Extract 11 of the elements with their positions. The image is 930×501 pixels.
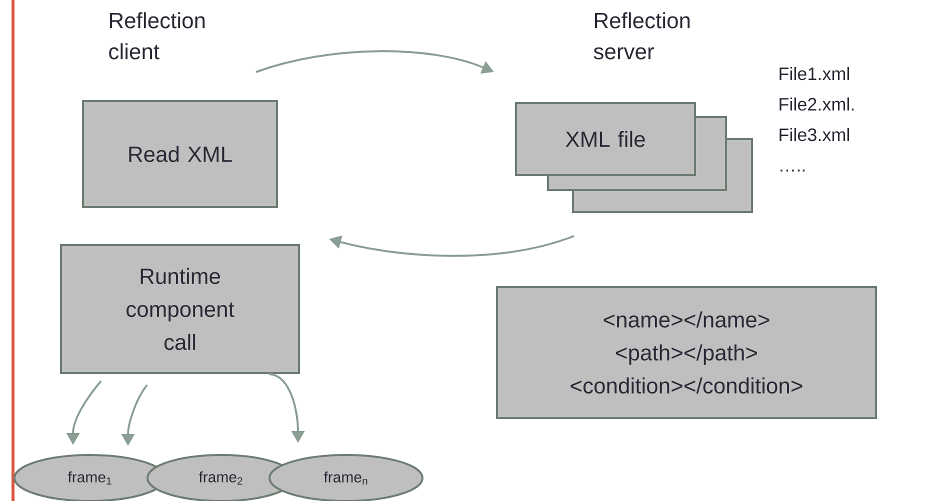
file-name: File1.xml	[780, 66, 849, 80]
process-box: <name></name> <path></path> <condition></condition>	[496, 286, 877, 419]
file-name: File2.xml.	[780, 97, 854, 111]
file-name: File3.xml	[780, 128, 849, 142]
heading: Reflection client	[109, 12, 205, 60]
file-name: …..	[780, 170, 805, 172]
node-label: frame$_{n}$	[324, 471, 368, 484]
process-box: Read XML	[82, 100, 278, 208]
heading: Reflection server	[594, 12, 690, 60]
stacked-file-box: XML file	[515, 102, 696, 176]
process-box: Runtime component call	[60, 244, 300, 374]
